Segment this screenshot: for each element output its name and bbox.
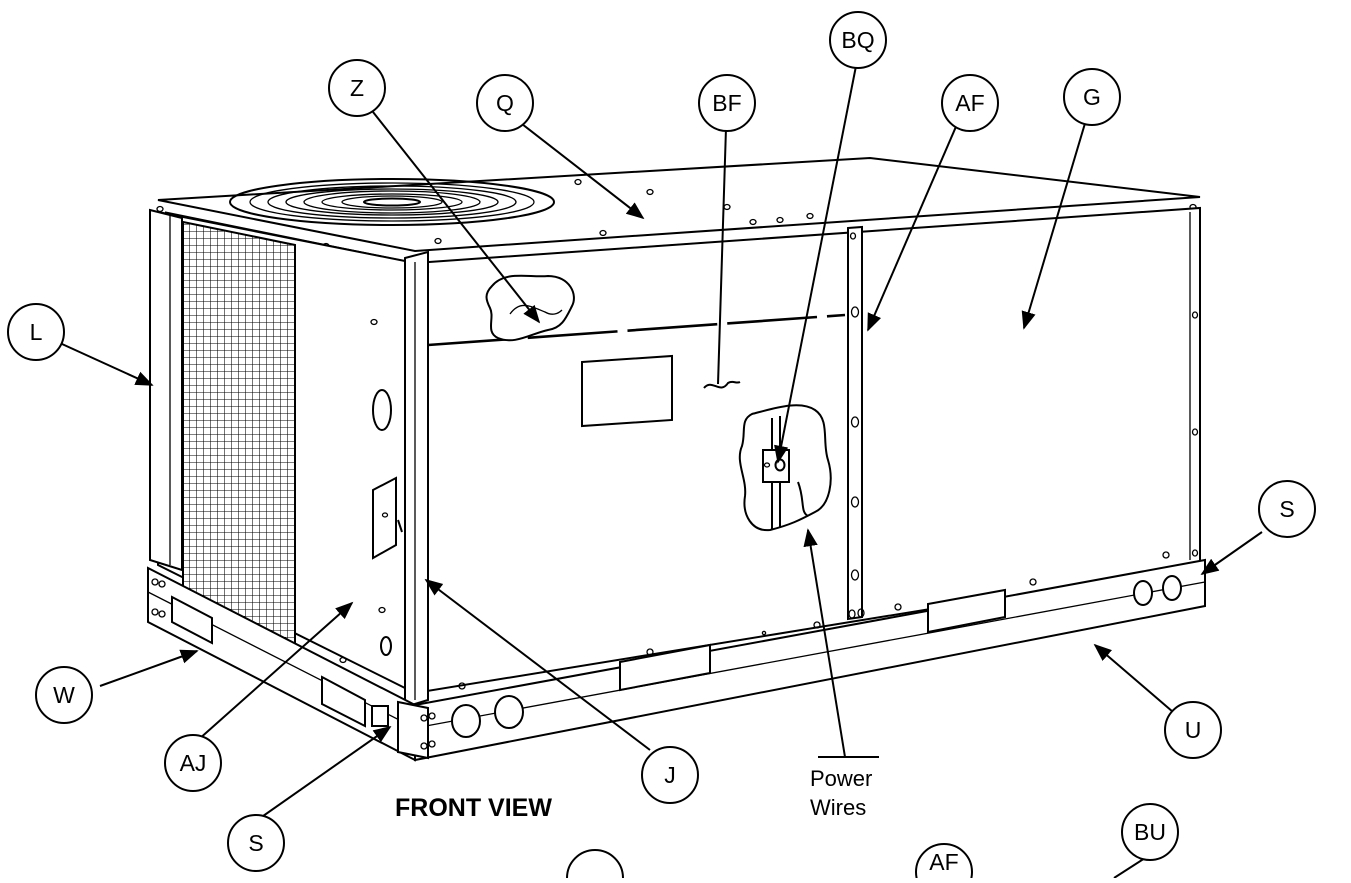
callout-bf: BF	[698, 74, 756, 132]
callout-bu-partial: BU	[1121, 803, 1179, 861]
svg-text:Z: Z	[350, 75, 364, 101]
svg-text:Q: Q	[496, 90, 514, 116]
callout-s-right: S	[1258, 480, 1316, 538]
svg-text:S: S	[1279, 496, 1294, 522]
svg-text:AF: AF	[929, 849, 958, 875]
callout-s-bottom: S	[227, 814, 285, 872]
svg-text:AJ: AJ	[180, 750, 207, 776]
left-corner-post	[149, 208, 183, 572]
callout-j: J	[641, 746, 699, 804]
svg-text:S: S	[248, 830, 263, 856]
callout-aj: AJ	[164, 734, 222, 792]
label-plate	[581, 354, 673, 428]
access-cover	[372, 476, 397, 560]
power-wires-label-line2: Wires	[810, 795, 866, 820]
callout-z: Z	[328, 59, 386, 117]
unit-body	[147, 156, 1206, 762]
condenser-coil	[182, 220, 296, 647]
svg-text:W: W	[53, 682, 75, 708]
callout-af: AF	[941, 74, 999, 132]
callout-g: G	[1063, 68, 1121, 126]
callout-af-partial: AF	[915, 843, 973, 883]
svg-text:AF: AF	[955, 90, 984, 116]
partial-callout-bubble	[566, 849, 624, 879]
front-corner-post	[404, 250, 429, 709]
svg-text:BF: BF	[712, 90, 741, 116]
svg-text:U: U	[1185, 717, 1202, 743]
leader-lines	[61, 65, 1263, 879]
svg-text:J: J	[664, 762, 676, 788]
callout-bq: BQ	[829, 11, 887, 69]
callout-l: L	[7, 303, 65, 361]
callout-u: U	[1164, 701, 1222, 759]
view-title: FRONT VIEW	[395, 794, 552, 822]
svg-text:BU: BU	[1134, 819, 1166, 845]
svg-text:G: G	[1083, 84, 1101, 110]
hidden-line	[427, 313, 846, 347]
power-wires-label-line1: Power	[810, 766, 872, 791]
condenser-fan-grille	[229, 178, 555, 226]
svg-text:L: L	[30, 319, 43, 345]
callout-w: W	[35, 666, 93, 724]
top-panel	[157, 156, 1201, 253]
divider-post	[847, 225, 863, 621]
callout-q: Q	[476, 74, 534, 132]
svg-text:BQ: BQ	[841, 27, 874, 53]
